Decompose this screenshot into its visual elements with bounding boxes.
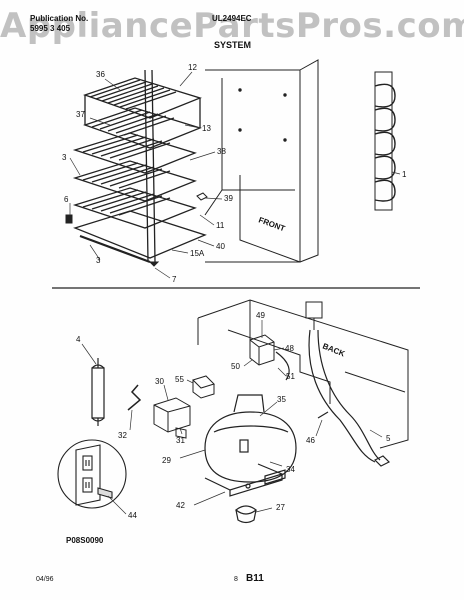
part-label: 6 bbox=[64, 195, 69, 204]
part-label: 27 bbox=[276, 503, 285, 512]
part-label: 50 bbox=[231, 362, 240, 371]
section-title: SYSTEM bbox=[214, 40, 252, 50]
cabinet-drawing bbox=[204, 59, 396, 263]
front-label: FRONT bbox=[257, 215, 286, 233]
part-label: 29 bbox=[162, 456, 171, 465]
part-label: 48 bbox=[285, 344, 294, 353]
top-leader-lines bbox=[69, 71, 401, 279]
part-label: 5 bbox=[386, 434, 391, 443]
publication-label: Publication No. bbox=[30, 14, 89, 23]
part-label: 32 bbox=[118, 431, 127, 440]
part-label: 49 bbox=[256, 311, 265, 320]
top-part-labels: 36 12 37 13 38 3 39 6 11 40 15A 3 7 1 bbox=[62, 63, 407, 284]
part-label: 3 bbox=[62, 153, 67, 162]
part-label: 44 bbox=[128, 511, 137, 520]
part-label: 13 bbox=[202, 124, 211, 133]
figure-code: P08S0090 bbox=[66, 536, 104, 545]
compressor bbox=[204, 394, 329, 524]
watermark: AppliancePartsPros.com bbox=[0, 6, 464, 46]
part-label: 42 bbox=[176, 501, 185, 510]
shelf-clip bbox=[65, 192, 208, 267]
part-label: 46 bbox=[306, 436, 315, 445]
part-label: 51 bbox=[286, 372, 295, 381]
part-label: 35 bbox=[277, 395, 286, 404]
part-label: 12 bbox=[188, 63, 197, 72]
part-label: 31 bbox=[176, 436, 185, 445]
tube bbox=[127, 384, 142, 411]
part-label: 55 bbox=[175, 375, 184, 384]
bottom-leader-lines bbox=[81, 320, 383, 515]
part-label: 40 bbox=[216, 242, 225, 251]
part-label: 30 bbox=[155, 377, 164, 386]
part-label: 3 bbox=[96, 256, 101, 265]
valve-bracket bbox=[249, 301, 323, 366]
part-label: 37 bbox=[76, 110, 85, 119]
wall-outlet bbox=[57, 439, 127, 509]
bottom-part-labels: 4 49 48 50 51 55 30 35 32 31 46 29 34 5 … bbox=[76, 311, 391, 520]
part-label: 36 bbox=[96, 70, 105, 79]
publication-number: 5995 3 405 bbox=[30, 24, 71, 33]
part-label: 38 bbox=[217, 147, 226, 156]
wiring bbox=[275, 329, 391, 467]
relay-overload bbox=[153, 375, 215, 439]
wire-shelves bbox=[72, 69, 207, 264]
part-label: 11 bbox=[216, 221, 225, 230]
part-label: 4 bbox=[76, 335, 81, 344]
filter-drier bbox=[91, 358, 105, 426]
part-label: 15A bbox=[190, 249, 205, 258]
model-number: UL2494EC bbox=[212, 14, 252, 23]
part-label: 34 bbox=[286, 465, 295, 474]
back-label: BACK bbox=[321, 342, 346, 359]
part-label: 1 bbox=[402, 170, 407, 179]
part-label: 39 bbox=[224, 194, 233, 203]
footer-page-number: 8 bbox=[234, 576, 238, 583]
machine-compartment bbox=[197, 299, 409, 449]
footer-page-code: B11 bbox=[246, 573, 264, 584]
part-label: 7 bbox=[172, 275, 177, 284]
footer-date: 04/96 bbox=[36, 576, 54, 583]
